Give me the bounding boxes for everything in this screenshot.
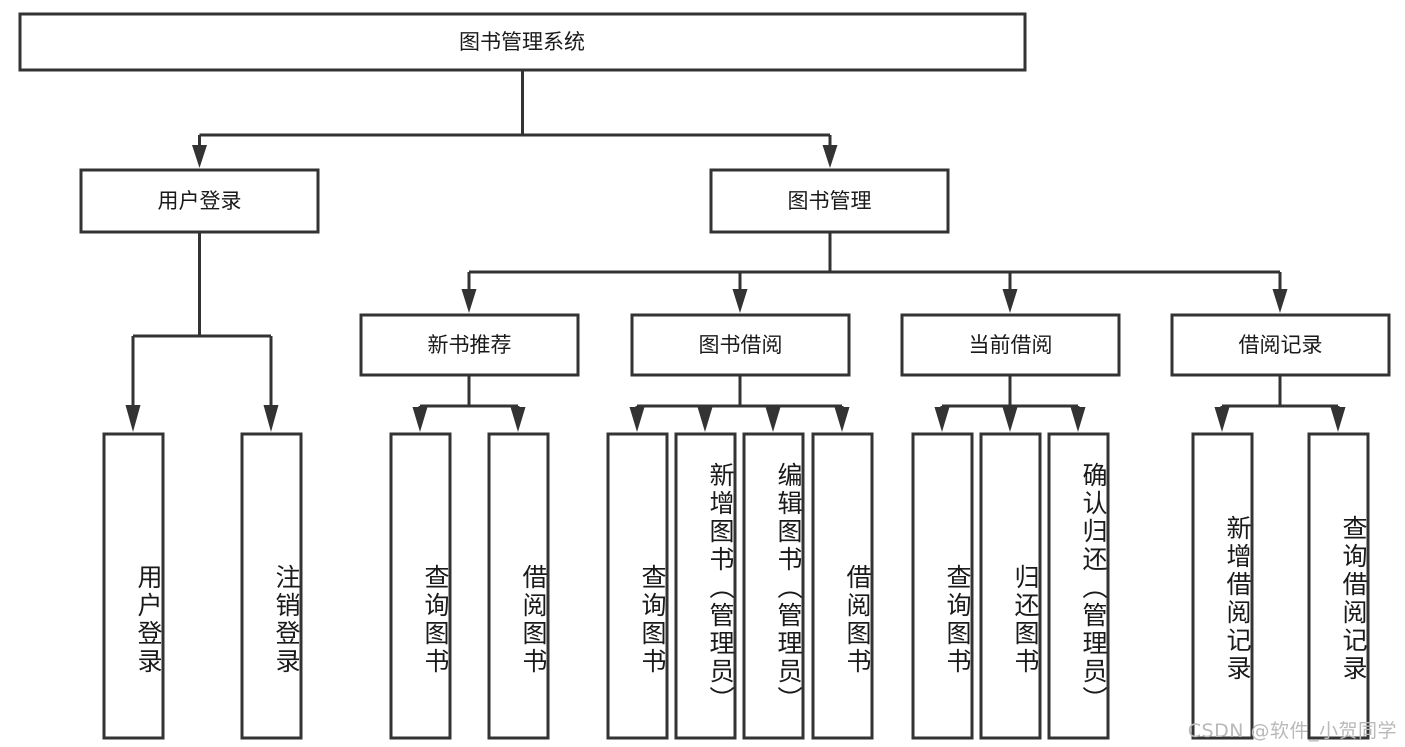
arrowhead-borrow-record [1272,289,1288,313]
leaf-box-borrow-book-a[interactable] [487,432,550,740]
arrowhead-leaf-query-book-b [629,407,645,432]
node-current-borrow-box [900,313,1121,377]
arrowhead-leaf-confirm-return [1070,407,1086,432]
node-book-management[interactable]: 图书管理 [709,168,950,234]
node-root-label: 图书管理系统 [459,30,585,54]
arrowhead-leaf-query-record [1330,407,1346,432]
leaf-box-query-book-a[interactable] [389,432,452,740]
arrowhead-leaf-add-book [697,407,713,432]
node-borrow-record[interactable]: 借阅记录 [1170,313,1391,377]
node-root-box [18,12,1027,72]
arrowhead-user-login [192,145,207,168]
node-root[interactable]: 图书管理系统 [18,12,1027,72]
arrowhead-leaf-user-login [125,405,141,432]
connectors-book-mgmt-to-level3 [461,232,1288,313]
csdn-watermark: CSDN @软件_小贺同学 [1187,720,1397,742]
leaf-box-edit-book[interactable] [742,432,805,740]
connectors-new-book-rec-to-leaves [412,375,526,432]
leaf-box-query-book-b[interactable] [606,432,669,740]
node-new-book-recommend[interactable]: 新书推荐 [359,313,580,377]
leaf-box-borrow-book-b[interactable] [811,432,874,740]
leaf-box-add-book[interactable] [674,432,737,740]
node-new-book-recommend-box [359,313,580,377]
node-book-management-label: 图书管理 [788,189,872,213]
leaf-boxes [102,432,1370,740]
arrowhead-book-mgmt [822,145,838,168]
leaf-box-add-record[interactable] [1191,432,1254,740]
node-user-login[interactable]: 用户登录 [79,168,320,234]
node-new-book-recommend-label: 新书推荐 [428,333,512,357]
arrowhead-leaf-query-book-c [934,407,950,432]
node-user-login-label: 用户登录 [158,189,242,213]
node-book-borrow[interactable]: 图书借阅 [630,313,851,377]
leaf-box-user-login[interactable] [102,432,165,740]
connectors-root-to-level2 [192,70,838,168]
connectors-current-borrow-to-leaves [934,375,1086,432]
arrowhead-leaf-query-book-a [412,407,428,432]
arrowhead-leaf-borrow-book-a [510,407,526,432]
leaf-box-return-book[interactable] [979,432,1042,740]
leaf-box-query-book-c[interactable] [911,432,974,740]
node-book-borrow-box [630,313,851,377]
node-user-login-box [79,168,320,234]
node-book-borrow-label: 图书借阅 [699,333,783,357]
node-book-management-box [709,168,950,234]
connectors-book-borrow-to-leaves [629,375,850,432]
node-borrow-record-label: 借阅记录 [1239,333,1323,357]
leaf-box-logout[interactable] [240,432,303,740]
node-current-borrow[interactable]: 当前借阅 [900,313,1121,377]
arrowhead-leaf-return-book [1002,407,1018,432]
leaf-box-query-record[interactable] [1307,432,1370,740]
arrowhead-leaf-add-record [1214,407,1230,432]
arrowhead-leaf-logout [263,405,279,432]
connectors-borrow-record-to-leaves [1214,375,1346,432]
node-current-borrow-label: 当前借阅 [969,333,1053,357]
leaf-box-confirm-return[interactable] [1047,432,1110,740]
arrowhead-new-book-rec [461,289,477,313]
arrowhead-current-borrow [1002,289,1018,313]
node-borrow-record-box [1170,313,1391,377]
connectors-user-login-to-leaves [125,232,279,432]
arrowhead-leaf-edit-book [765,407,781,432]
arrowhead-book-borrow [732,289,748,313]
arrowhead-leaf-borrow-book-b [834,407,850,432]
